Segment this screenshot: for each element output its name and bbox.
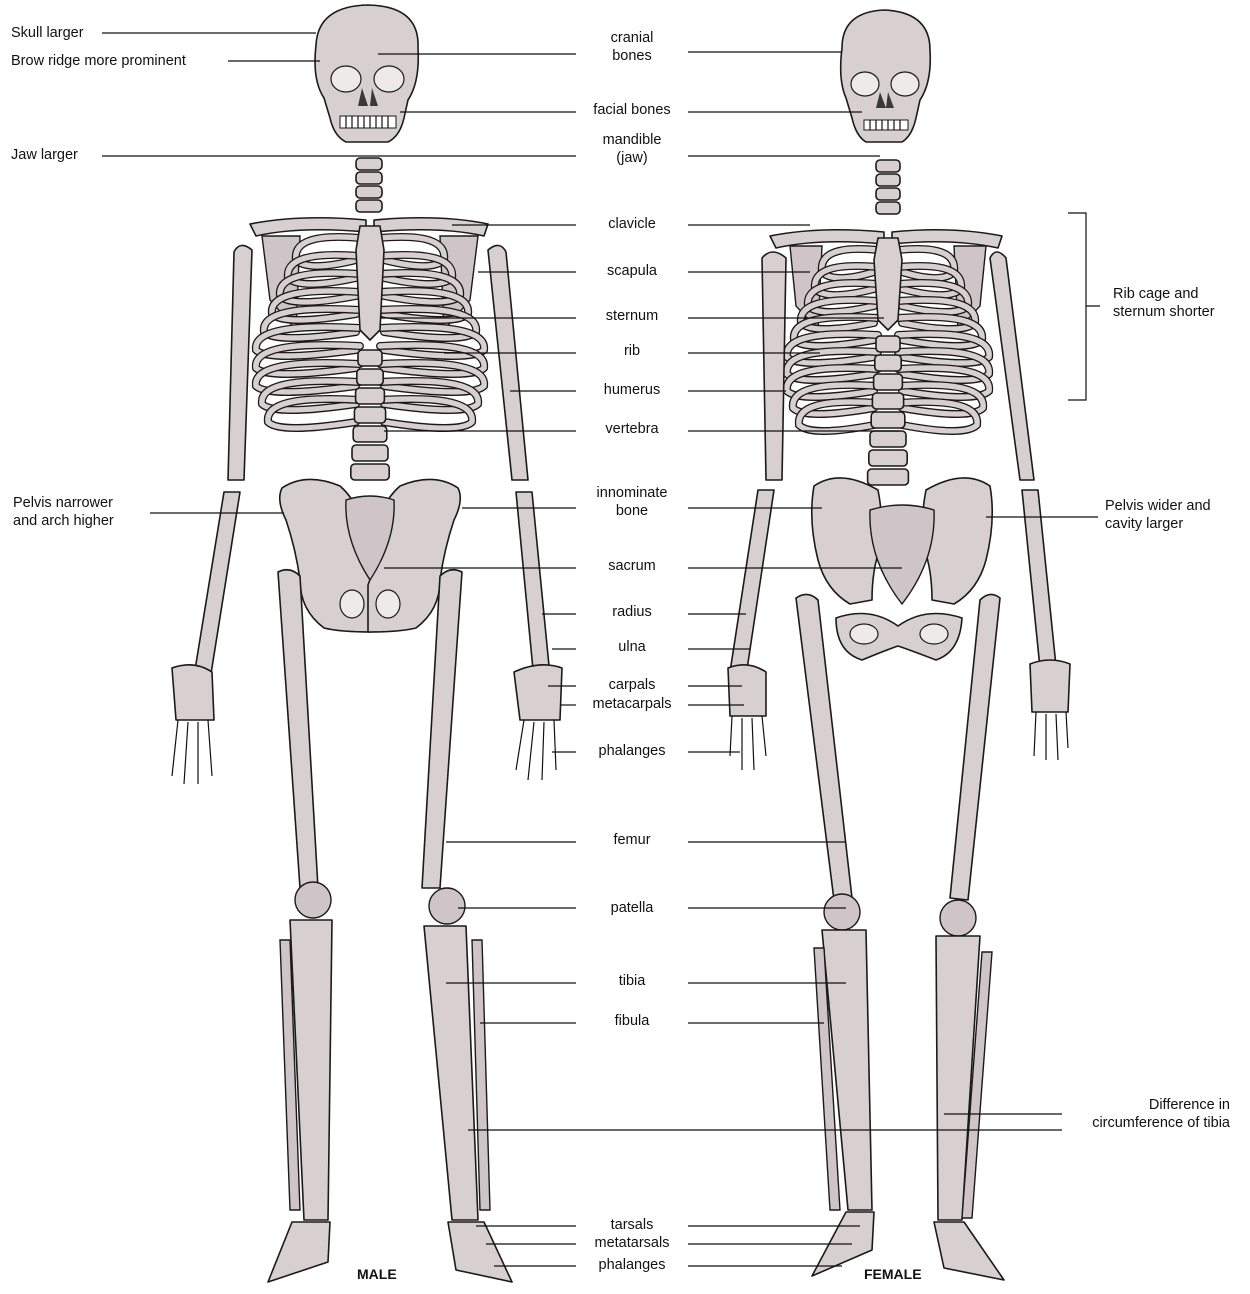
- male-vertebra-1: [357, 369, 383, 385]
- label-phalanges-hand: phalanges: [557, 742, 707, 760]
- female-vertebra-7: [868, 469, 909, 485]
- label-cranial-bones: cranial bones: [557, 29, 707, 65]
- label-tarsals: tarsals: [557, 1216, 707, 1234]
- female-vertebra-4: [871, 412, 905, 428]
- female-vertebra-6: [869, 450, 907, 466]
- male-vertebra-6: [351, 464, 389, 480]
- label-ulna: ulna: [557, 638, 707, 656]
- label-scapula: scapula: [557, 262, 707, 280]
- label-facial-bones: facial bones: [557, 101, 707, 119]
- label-sternum: sternum: [557, 307, 707, 325]
- label-sacrum: sacrum: [557, 557, 707, 575]
- label-innominate-bone: innominate bone: [557, 484, 707, 520]
- female-vertebra-2: [874, 374, 903, 390]
- label-metatarsals: metatarsals: [557, 1234, 707, 1252]
- label-phalanges-foot: phalanges: [557, 1256, 707, 1274]
- female-vertebra-3: [872, 393, 903, 409]
- label-carpals: carpals: [557, 676, 707, 694]
- female-vertebra-5: [870, 431, 906, 447]
- label-patella: patella: [557, 899, 707, 917]
- male-vertebra-3: [354, 407, 385, 423]
- label-metacarpals: metacarpals: [557, 695, 707, 713]
- label-vertebra: vertebra: [557, 420, 707, 438]
- female-vertebra-1: [875, 355, 901, 371]
- label-rib: rib: [557, 342, 707, 360]
- label-femur: femur: [557, 831, 707, 849]
- note-jaw-larger: Jaw larger: [11, 146, 78, 164]
- female-skeleton: [728, 10, 1070, 1280]
- male-vertebra-5: [352, 445, 388, 461]
- female-tag: FEMALE: [864, 1266, 922, 1282]
- note-rib-cage-shorter: Rib cage and sternum shorter: [1113, 285, 1215, 321]
- label-radius: radius: [557, 603, 707, 621]
- male-vertebra-4: [353, 426, 387, 442]
- male-vertebra-0: [358, 350, 382, 366]
- label-clavicle: clavicle: [557, 215, 707, 233]
- label-fibula: fibula: [557, 1012, 707, 1030]
- label-mandible: mandible (jaw): [557, 131, 707, 167]
- note-pelvis-narrower: Pelvis narrower and arch higher: [13, 494, 114, 530]
- note-skull-larger: Skull larger: [11, 24, 84, 42]
- label-humerus: humerus: [557, 381, 707, 399]
- label-tibia: tibia: [557, 972, 707, 990]
- note-pelvis-wider: Pelvis wider and cavity larger: [1105, 497, 1211, 533]
- male-vertebra-2: [356, 388, 385, 404]
- note-tibia-circumference: Difference in circumference of tibia: [1092, 1096, 1230, 1132]
- male-skeleton: [172, 5, 562, 1282]
- male-tag: MALE: [357, 1266, 397, 1282]
- female-vertebra-0: [876, 336, 900, 352]
- note-brow-ridge: Brow ridge more prominent: [11, 52, 186, 70]
